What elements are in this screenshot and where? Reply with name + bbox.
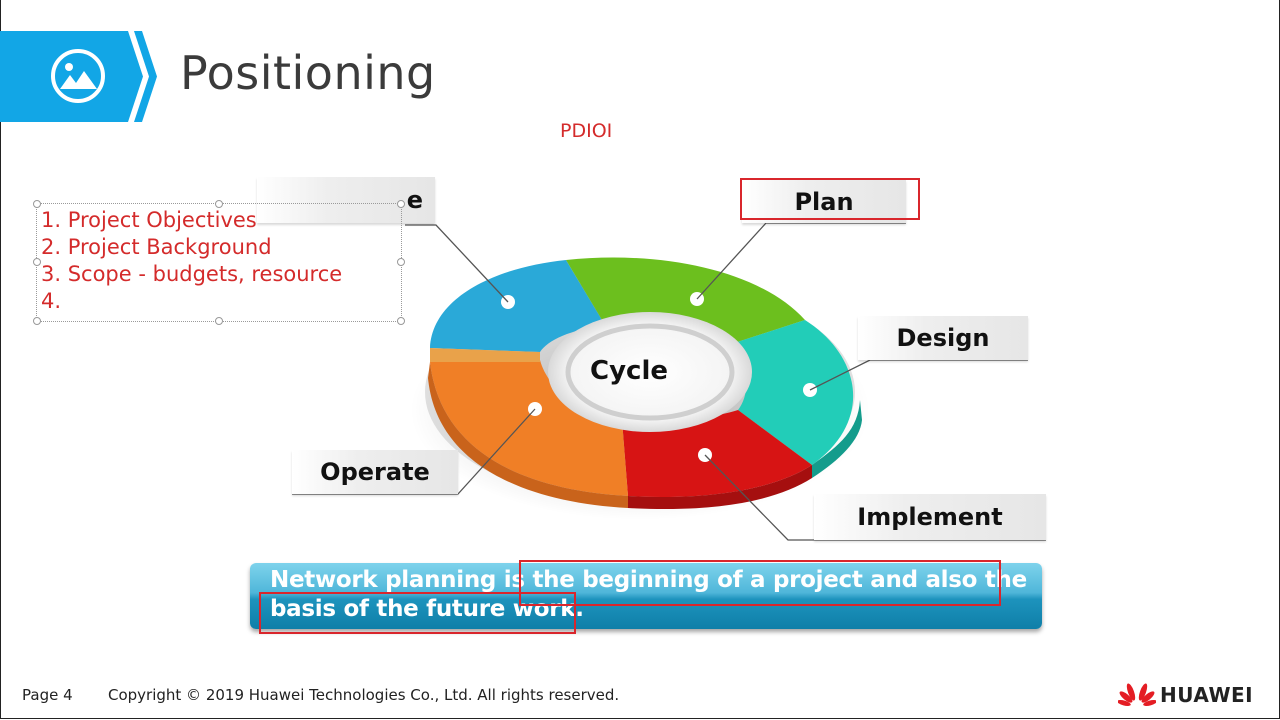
resize-handle-tr[interactable] (397, 200, 405, 208)
highlight-plan (740, 178, 920, 220)
highlight-basis (259, 592, 576, 634)
resize-handle-tl[interactable] (33, 200, 41, 208)
resize-handle-br[interactable] (397, 317, 405, 325)
label-operate: Operate (292, 450, 458, 494)
summary-banner: Network planning is the beginning of a p… (250, 563, 1042, 629)
label-plan: Plan (742, 180, 906, 223)
notes-item: 4. (41, 289, 62, 313)
resize-handle-mr[interactable] (397, 258, 405, 266)
label-prepare: e (257, 177, 435, 223)
huawei-petal-icon (1118, 683, 1156, 707)
banner-text: Network planning is the beginning of a p… (270, 567, 1027, 622)
copyright: Copyright © 2019 Huawei Technologies Co.… (108, 686, 620, 704)
subtitle-pdioi: PDIOI (560, 120, 613, 142)
label-design: Design (858, 316, 1028, 360)
segment-prepare (430, 260, 605, 352)
page-title: Positioning (180, 46, 436, 100)
segment-implement (622, 410, 812, 510)
image-icon (51, 49, 105, 103)
segment-operate (428, 348, 628, 508)
title-banner (0, 31, 157, 122)
page-number: Page 4 (22, 686, 73, 704)
resize-handle-bl[interactable] (33, 317, 41, 325)
resize-handle-ml[interactable] (33, 258, 41, 266)
label-implement: Implement (814, 494, 1046, 540)
resize-handle-bc[interactable] (215, 317, 223, 325)
notes-item: 1. Project Objectives (41, 208, 257, 232)
notes-list: 1. Project Objectives 2. Project Backgro… (41, 207, 342, 315)
connector-lines (292, 222, 1046, 541)
resize-handle-tc[interactable] (215, 200, 223, 208)
segment-design (728, 320, 862, 478)
huawei-logo: HUAWEI (1118, 682, 1253, 708)
notes-textbox[interactable]: 1. Project Objectives 2. Project Backgro… (33, 200, 405, 325)
notes-item: 3. Scope - budgets, resource (41, 262, 343, 286)
notes-item: 2. Project Background (41, 235, 272, 259)
center-label-cycle: Cycle (590, 356, 668, 386)
highlight-beginning (519, 560, 1001, 606)
